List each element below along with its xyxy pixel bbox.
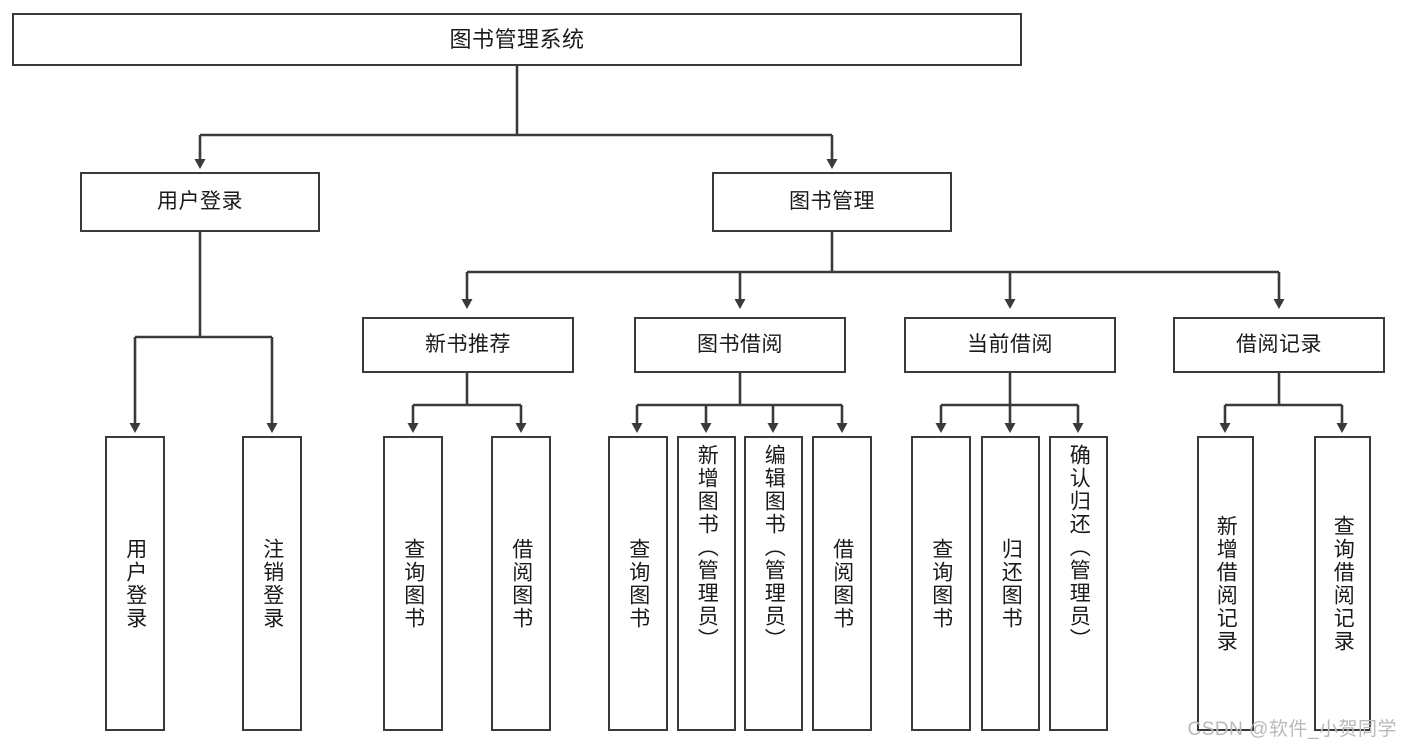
node-book-manage[interactable]: 图书管理 xyxy=(712,172,952,232)
node-leaf-return-book[interactable]: 归还图书 xyxy=(981,436,1040,731)
node-user-login-label: 用户登录 xyxy=(157,189,243,213)
node-leaf-logout[interactable]: 注销登录 xyxy=(242,436,302,731)
node-leaf-add-book-label: 新增图书（管理员） xyxy=(695,444,719,651)
node-leaf-query-book-2-label: 查询图书 xyxy=(626,537,650,630)
node-user-login[interactable]: 用户登录 xyxy=(80,172,320,232)
node-leaf-borrow-book-1[interactable]: 借阅图书 xyxy=(491,436,551,731)
node-leaf-edit-book-label: 编辑图书（管理员） xyxy=(762,444,786,651)
node-leaf-query-record[interactable]: 查询借阅记录 xyxy=(1314,436,1371,731)
node-book-borrow-label: 图书借阅 xyxy=(697,332,783,356)
node-leaf-add-record-label: 新增借阅记录 xyxy=(1214,514,1238,653)
node-leaf-query-book-1-label: 查询图书 xyxy=(401,537,425,630)
node-leaf-borrow-book-2[interactable]: 借阅图书 xyxy=(812,436,872,731)
node-new-book-recommend-label: 新书推荐 xyxy=(425,332,511,356)
node-leaf-add-book[interactable]: 新增图书（管理员） xyxy=(677,436,736,731)
node-leaf-query-book-1[interactable]: 查询图书 xyxy=(383,436,443,731)
watermark: CSDN @软件_小贺同学 xyxy=(1187,719,1397,740)
node-book-borrow[interactable]: 图书借阅 xyxy=(634,317,846,373)
node-current-borrow[interactable]: 当前借阅 xyxy=(904,317,1116,373)
node-leaf-return-book-label: 归还图书 xyxy=(999,537,1023,630)
node-leaf-user-login-label: 用户登录 xyxy=(123,537,147,630)
node-borrow-record-label: 借阅记录 xyxy=(1236,332,1322,356)
node-current-borrow-label: 当前借阅 xyxy=(967,332,1053,356)
node-leaf-query-book-3-label: 查询图书 xyxy=(929,537,953,630)
node-borrow-record[interactable]: 借阅记录 xyxy=(1173,317,1385,373)
node-leaf-add-record[interactable]: 新增借阅记录 xyxy=(1197,436,1254,731)
node-leaf-query-record-label: 查询借阅记录 xyxy=(1331,514,1355,653)
node-leaf-logout-label: 注销登录 xyxy=(260,537,284,630)
node-leaf-edit-book[interactable]: 编辑图书（管理员） xyxy=(744,436,803,731)
node-leaf-confirm-return-label: 确认归还（管理员） xyxy=(1067,444,1091,651)
node-root-label: 图书管理系统 xyxy=(449,26,585,52)
node-leaf-query-book-2[interactable]: 查询图书 xyxy=(608,436,668,731)
node-new-book-recommend[interactable]: 新书推荐 xyxy=(362,317,574,373)
node-root[interactable]: 图书管理系统 xyxy=(12,13,1022,66)
node-book-manage-label: 图书管理 xyxy=(789,189,875,213)
node-leaf-borrow-book-2-label: 借阅图书 xyxy=(830,537,854,630)
node-leaf-query-book-3[interactable]: 查询图书 xyxy=(911,436,971,731)
node-leaf-confirm-return[interactable]: 确认归还（管理员） xyxy=(1049,436,1108,731)
node-leaf-user-login[interactable]: 用户登录 xyxy=(105,436,165,731)
node-leaf-borrow-book-1-label: 借阅图书 xyxy=(509,537,533,630)
